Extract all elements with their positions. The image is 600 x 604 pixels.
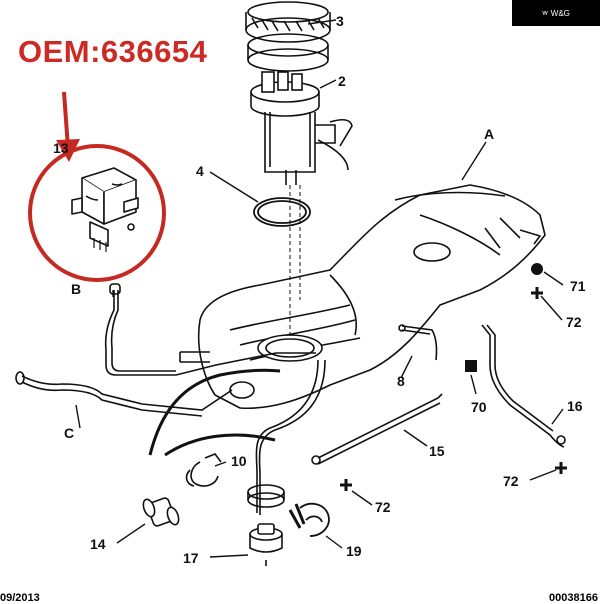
callout-3: 3 <box>336 13 344 29</box>
part-19-clip <box>288 502 330 537</box>
callout-a: A <box>484 126 494 142</box>
oem-part-number: OEM:636654 <box>18 34 208 69</box>
callout-10: 10 <box>231 453 247 469</box>
brand-name: W&G <box>550 8 570 18</box>
diagram-date: 09/2013 <box>0 592 40 604</box>
leader-lines <box>75 19 564 558</box>
callout-16: 16 <box>567 398 583 414</box>
part-3-ring-nut <box>245 1 331 72</box>
part-14-filter <box>142 497 180 527</box>
part-70-square-marker <box>465 360 477 372</box>
highlight-callout <box>28 91 166 282</box>
part-16-pipe <box>481 324 566 448</box>
callout-13: 13 <box>53 140 69 156</box>
callout-2: 2 <box>338 73 346 89</box>
callout-14: 14 <box>90 536 106 552</box>
callout-b: B <box>71 281 81 297</box>
callout-19: 19 <box>346 543 362 559</box>
callout-70: 70 <box>471 399 487 415</box>
part-71-dot-marker <box>531 263 543 275</box>
callout-71: 71 <box>570 278 586 294</box>
part-8-bracket <box>398 324 438 361</box>
callout-17: 17 <box>183 550 199 566</box>
part-10-clip <box>185 453 222 487</box>
part-15-pipe <box>311 393 443 465</box>
filler-pipe <box>247 359 326 515</box>
part-17-filler-valve <box>249 523 283 566</box>
callout-72-lower: 72 <box>503 473 519 489</box>
callout-c: C <box>64 425 74 441</box>
part-4-o-ring <box>253 197 311 227</box>
part-72-cross-markers <box>340 287 567 491</box>
callout-4: 4 <box>196 163 204 179</box>
callout-8: 8 <box>397 373 405 389</box>
brand-logo-icon: ᵞᵞᵞ <box>542 8 548 18</box>
callout-15: 15 <box>429 443 445 459</box>
part-13-relay <box>71 167 139 252</box>
brand-badge: ᵞᵞᵞ W&G <box>512 0 600 26</box>
part-2-fuel-pump-sender <box>250 71 353 185</box>
assembly-guide-lines <box>289 185 301 338</box>
callout-72-center: 72 <box>375 499 391 515</box>
diagram-reference: 00038166 <box>549 592 598 604</box>
callout-72-right: 72 <box>566 314 582 330</box>
routing-marks <box>148 368 281 457</box>
part-c-pipe <box>15 371 233 417</box>
part-a-fuel-tank <box>179 184 546 410</box>
part-b-pipe <box>104 283 316 376</box>
